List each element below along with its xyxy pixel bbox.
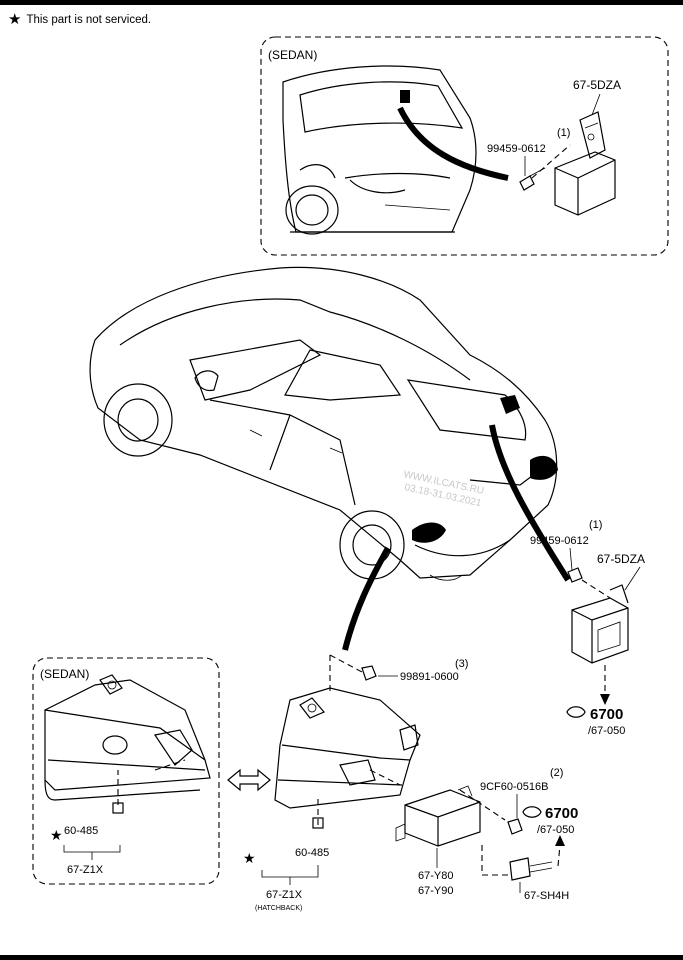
sedan-bracket-part: 67-Z1X [67, 864, 104, 876]
connector-part: 67-SH4H [524, 890, 569, 902]
hand-pointer-icon [522, 806, 542, 818]
star-icon: ★ [8, 11, 22, 28]
bottom-rule [0, 955, 683, 960]
swap-arrow-icon [227, 768, 271, 792]
nut-drawing [361, 665, 377, 681]
bolt-2-qty: (2) [550, 767, 563, 779]
hatch-bracket-part: 67-Z1X [266, 889, 303, 901]
top-inset-label: (SEDAN) [268, 48, 317, 62]
hand-pointer-icon [566, 706, 586, 718]
top-rule [0, 0, 683, 5]
clip-right-part: 60-485 [295, 847, 329, 859]
ref-6700-b-num: 6700 [545, 805, 578, 822]
top-inset-module-drawing [519, 111, 616, 216]
ref-6700-a-sub: /67-050 [588, 725, 625, 737]
not-serviced-notice: ★ This part is not serviced. [8, 12, 151, 27]
bolt-2-part: 9CF60-0516B [480, 781, 549, 793]
bottom-sedan-inset: (SEDAN) 60-485 ★ 67-Z1X [32, 657, 220, 885]
ref-6700-b-sub: /67-050 [537, 824, 574, 836]
top-sedan-inset: (SEDAN) (1) 99459-0 [260, 36, 669, 256]
star-right-icon: ★ [243, 850, 256, 866]
sedan-sensor-location [400, 90, 410, 103]
hatch-bracket-drawing [274, 654, 421, 829]
nut-part: 99891-0600 [400, 671, 459, 683]
main-module-part: 67-5DZA [597, 552, 645, 566]
notice-text: This part is not serviced. [26, 13, 152, 26]
radar-sensor-drawing [395, 785, 523, 847]
top-inset-bolt-qty: (1) [557, 127, 570, 139]
top-inset-bolt-part: 99459-0612 [487, 143, 546, 155]
nut-qty: (3) [455, 658, 468, 670]
main-module-drawing [567, 567, 629, 705]
connector-drawing [481, 835, 565, 881]
ref-6700-a-num: 6700 [590, 706, 623, 723]
bottom-inset-label: (SEDAN) [40, 667, 89, 681]
clip-left-part: 60-485 [64, 825, 98, 837]
bottom-inset-frame [32, 657, 220, 885]
sedan-rear-drawing [282, 65, 509, 235]
main-bolt-qty: (1) [589, 519, 602, 531]
ref-6700-b: 6700 /67-050 [522, 805, 578, 836]
star-left-icon: ★ [50, 827, 63, 843]
sensor-part-a: 67-Y80 [418, 870, 453, 882]
sedan-bracket-drawing [44, 674, 211, 814]
hatchback-main-drawing [89, 266, 571, 651]
top-inset-frame [260, 36, 669, 256]
sensor-part-b: 67-Y90 [418, 885, 453, 897]
main-bolt-part: 99459-0612 [530, 535, 589, 547]
ref-6700-a: 6700 /67-050 [566, 706, 625, 737]
top-inset-module-part: 67-5DZA [573, 78, 621, 92]
hatchback-note: (HATCHBACK) [255, 905, 302, 912]
